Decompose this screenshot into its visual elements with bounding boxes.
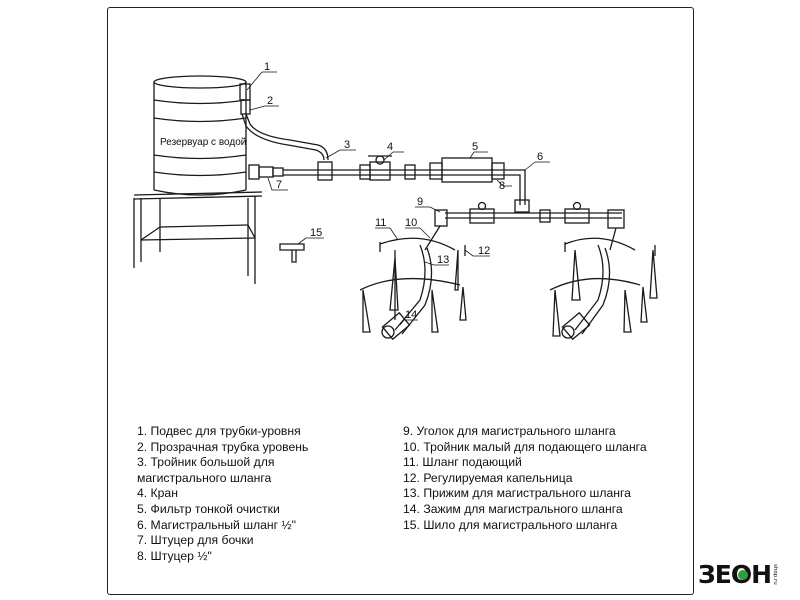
callout-8: 8 <box>499 180 505 192</box>
logo-text: ЗЕОН <box>698 560 772 589</box>
legend-item-3: 3. Тройник большой для магистрального шл… <box>137 455 278 485</box>
legend-item-5: 5. Фильтр тонкой очистки <box>137 501 280 516</box>
legend-item-10: 10. Тройник малый для подающего шланга <box>403 439 647 454</box>
diagram-frame <box>107 7 694 595</box>
callout-numbers: 1 2 3 4 5 6 7 8 9 10 11 12 13 14 15 <box>264 61 543 321</box>
callout-1: 1 <box>264 61 270 73</box>
callout-4: 4 <box>387 141 393 153</box>
water-tank <box>153 75 247 196</box>
callout-7: 7 <box>276 179 282 191</box>
drip-assembly-right <box>549 237 658 341</box>
callout-leaders <box>246 71 550 326</box>
callout-6: 6 <box>537 151 543 163</box>
level-tube <box>239 83 329 161</box>
callout-2: 2 <box>267 95 273 107</box>
tank-fitting <box>248 164 284 180</box>
main-hose-lower <box>424 201 625 251</box>
zeon-logo: ЗЕОН shop.ru <box>698 558 792 592</box>
logo-subtext: shop.ru <box>772 564 778 585</box>
tank-label: Резервуар с водой <box>160 137 246 148</box>
tank-stand <box>133 191 263 284</box>
awl <box>279 243 305 263</box>
legend-item-7: 7. Штуцер для бочки <box>137 533 254 548</box>
legend-item-6: 6. Магистральный шланг ½" <box>137 517 296 532</box>
legend-item-4: 4. Кран <box>137 486 178 501</box>
callout-3: 3 <box>344 139 350 151</box>
callout-14: 14 <box>405 309 417 321</box>
callout-9: 9 <box>417 196 423 208</box>
logo-leaf-icon <box>738 570 748 580</box>
callout-12: 12 <box>478 245 490 257</box>
callout-5: 5 <box>472 141 478 153</box>
legend-item-15: 15. Шило для магистрального шланга <box>403 517 618 532</box>
legend-item-2: 2. Прозрачная трубка уровень <box>137 439 309 454</box>
legend-item-12: 12. Регулируемая капельница <box>403 470 573 485</box>
legend-item-11: 11. Шланг подающий <box>403 455 522 470</box>
callout-13: 13 <box>437 254 449 266</box>
legend-item-9: 9. Уголок для магистрального шланга <box>403 424 616 438</box>
legend-item-13: 13. Прижим для магистрального шланга <box>403 486 631 501</box>
callout-11: 11 <box>375 217 386 229</box>
legend-item-1: 1. Подвес для трубки-уровня <box>137 424 301 438</box>
drip-assembly-left <box>359 237 467 341</box>
legend-item-14: 14. Зажим для магистрального шланга <box>403 501 623 516</box>
legend-item-8: 8. Штуцер ½" <box>137 548 212 563</box>
legend-left: 1. Подвес для трубки-уровня 2. Прозрачна… <box>137 424 367 564</box>
main-hose-upper <box>283 155 530 213</box>
callout-15: 15 <box>310 227 322 239</box>
legend-right: 9. Уголок для магистрального шланга 10. … <box>403 424 683 533</box>
callout-10: 10 <box>405 217 417 229</box>
